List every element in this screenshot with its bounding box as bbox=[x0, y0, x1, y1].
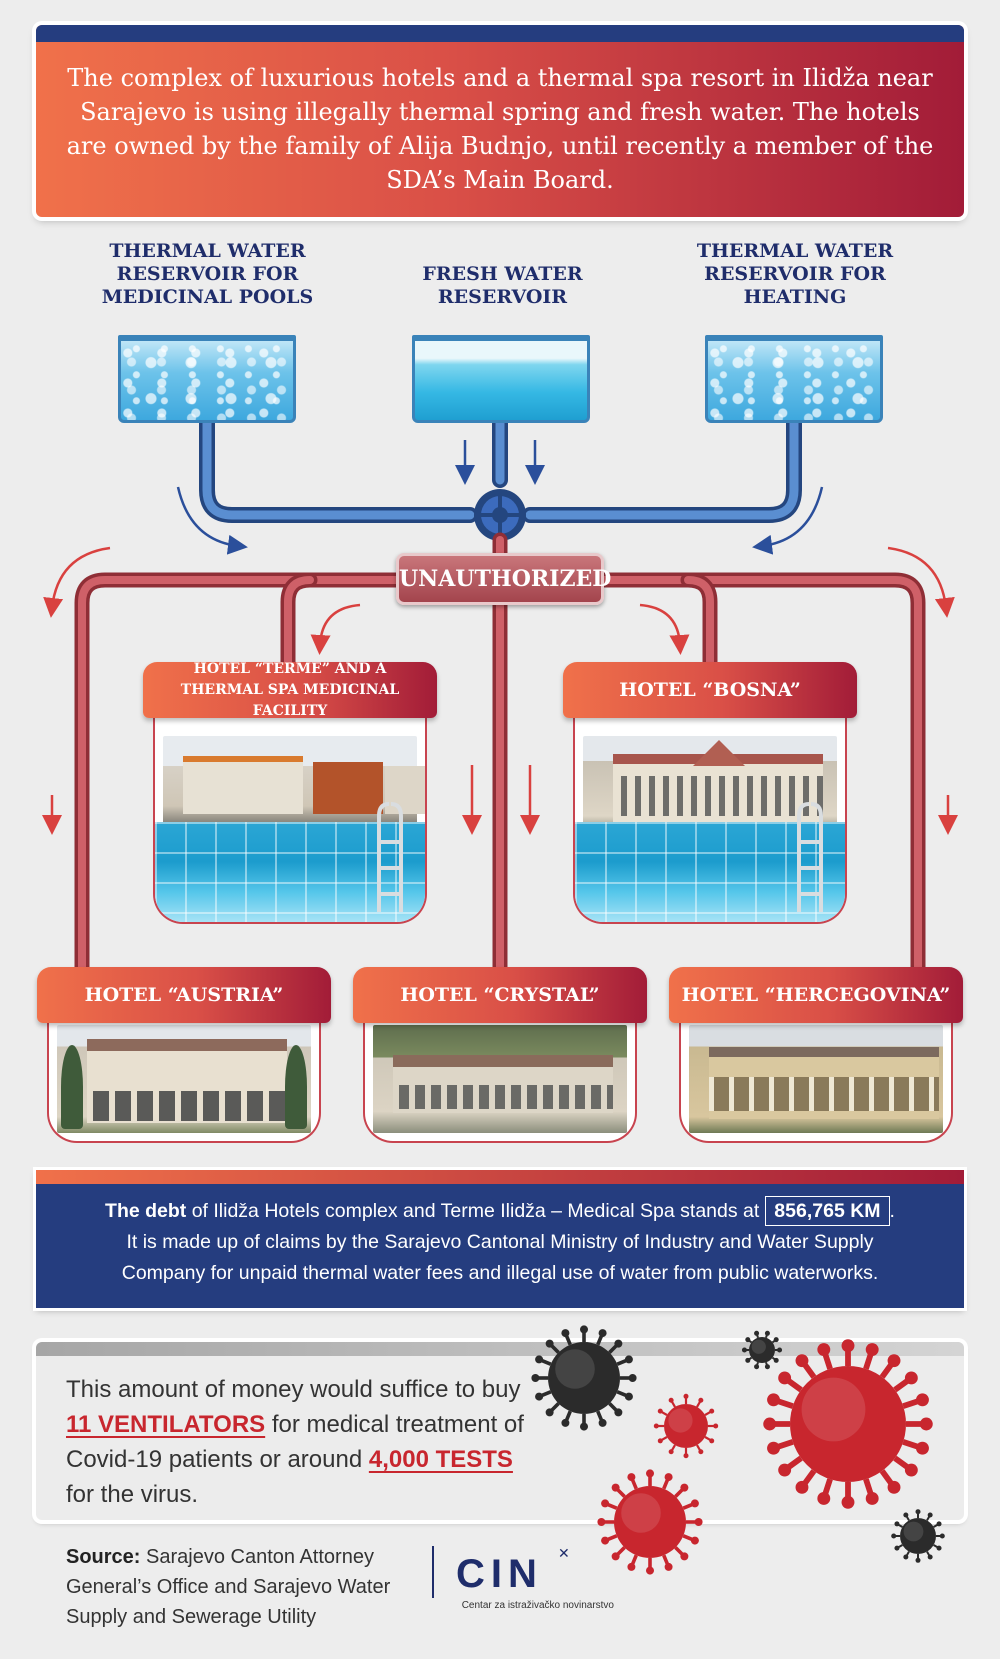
debt-line-2: It is made up of claims by the Sarajevo … bbox=[126, 1231, 874, 1253]
hercegovina-building-photo bbox=[689, 1025, 943, 1133]
footer-divider bbox=[432, 1546, 434, 1598]
hercegovina-card-body bbox=[679, 1017, 953, 1143]
hotel-card-hercegovina: HOTEL “HERCEGOVINA” bbox=[669, 967, 963, 1143]
red-pipes bbox=[74, 532, 926, 993]
thermal-heating-tank bbox=[705, 335, 883, 423]
bosna-title: HOTEL “BOSNA” bbox=[563, 662, 857, 718]
debt-lead: The debt bbox=[105, 1200, 187, 1222]
vent-text-part-1: This amount of money would suffice to bu… bbox=[66, 1376, 521, 1403]
vent-text-part-2: for medical treatment of Covid-19 patien… bbox=[66, 1411, 524, 1473]
bosna-card-body bbox=[573, 712, 847, 924]
reservoir-label-medicinal: THERMAL WATER RESERVOIR FOR MEDICINAL PO… bbox=[101, 240, 314, 308]
logo-mark-icon: ✕ bbox=[558, 1546, 570, 1562]
austria-building-photo bbox=[57, 1025, 311, 1133]
austria-card-body bbox=[47, 1017, 321, 1143]
hotel-card-terme: HOTEL “TERME” AND A THERMAL SPA MEDICINA… bbox=[143, 661, 437, 924]
debt-dot: . bbox=[889, 1200, 895, 1222]
terme-building-photo bbox=[163, 736, 425, 836]
intro-banner: The complex of luxurious hotels and a th… bbox=[36, 25, 964, 217]
intro-text: The complex of luxurious hotels and a th… bbox=[66, 64, 934, 194]
hercegovina-title: HOTEL “HERCEGOVINA” bbox=[669, 967, 963, 1023]
ventilators-text: This amount of money would suffice to bu… bbox=[66, 1372, 546, 1512]
debt-box: The debt of Ilidža Hotels complex and Te… bbox=[36, 1170, 964, 1308]
hotel-card-bosna: HOTEL “BOSNA” bbox=[563, 662, 857, 924]
bosna-building-photo bbox=[583, 736, 837, 836]
cin-logo: CIN bbox=[456, 1552, 543, 1596]
crystal-building-photo bbox=[373, 1025, 627, 1133]
red-flow-arrows bbox=[42, 546, 958, 835]
source-text: Sarajevo Canton Attorney General’s Offic… bbox=[66, 1546, 391, 1628]
crystal-title: HOTEL “CRYSTAL” bbox=[353, 967, 647, 1023]
hotel-card-austria: HOTEL “AUSTRIA” bbox=[37, 967, 331, 1143]
valve-wheel-icon bbox=[474, 489, 526, 541]
ventilators-box: This amount of money would suffice to bu… bbox=[36, 1342, 964, 1520]
unauthorized-badge: UNAUTHORIZED bbox=[396, 553, 611, 605]
debt-line-1: The debt of Ilidža Hotels complex and Te… bbox=[36, 1196, 964, 1227]
thermal-medicinal-tank bbox=[118, 335, 296, 423]
banner-strip bbox=[36, 25, 964, 42]
reservoir-label-fresh: FRESH WATER RESERVOIR bbox=[422, 263, 583, 308]
vent-text-part-3: for the virus. bbox=[66, 1481, 199, 1508]
pool-ladder-icon bbox=[377, 802, 403, 912]
debt-amount: 856,765 KM bbox=[765, 1196, 890, 1226]
cin-logo-subtitle: Centar za istraživačko novinarstvo bbox=[461, 1600, 614, 1611]
source-label: Source: bbox=[66, 1546, 141, 1568]
debt-strip bbox=[36, 1170, 964, 1184]
debt-line-1-text: of Ilidža Hotels complex and Terme Ilidž… bbox=[186, 1200, 760, 1222]
blue-flow-arrows bbox=[176, 440, 824, 555]
fresh-water-tank bbox=[412, 335, 590, 423]
pool-ladder-icon bbox=[797, 802, 823, 912]
terme-card-body bbox=[153, 712, 427, 924]
hotel-card-crystal: HOTEL “CRYSTAL” bbox=[353, 967, 647, 1143]
source-note: Source: Sarajevo Canton Attorney General… bbox=[66, 1542, 426, 1632]
blue-pipes bbox=[199, 412, 802, 523]
reservoir-label-heating: THERMAL WATER RESERVOIR FOR HEATING bbox=[696, 240, 894, 308]
terme-title: HOTEL “TERME” AND A THERMAL SPA MEDICINA… bbox=[143, 661, 437, 719]
ventilators-highlight: 11 VENTILATORS bbox=[66, 1411, 266, 1438]
debt-line-3: Company for unpaid thermal water fees an… bbox=[121, 1262, 879, 1284]
tests-highlight: 4,000 TESTS bbox=[368, 1446, 513, 1473]
ventilators-strip bbox=[36, 1342, 964, 1356]
crystal-card-body bbox=[363, 1017, 637, 1143]
austria-title: HOTEL “AUSTRIA” bbox=[37, 967, 331, 1023]
